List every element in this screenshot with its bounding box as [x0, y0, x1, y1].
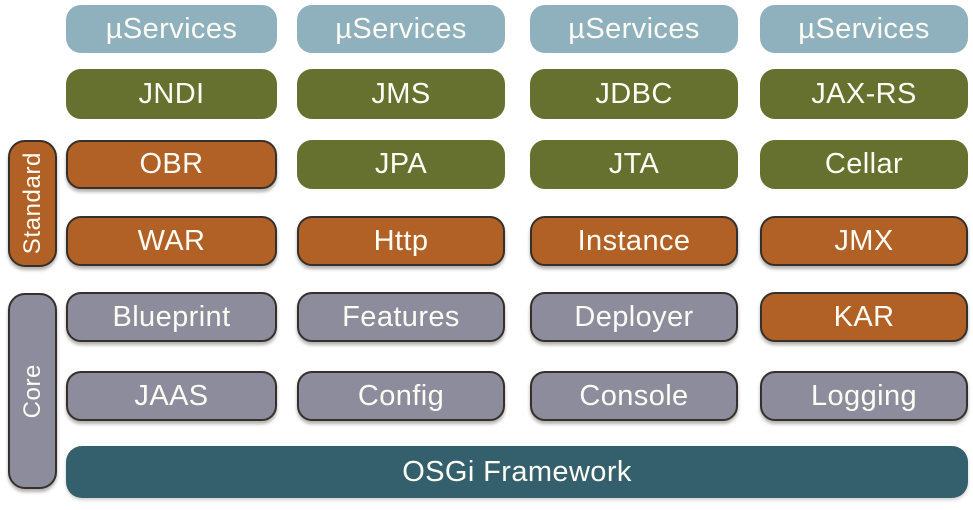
box-jaas: JAAS — [66, 371, 277, 421]
box-http: Http — [297, 216, 505, 266]
standard-group-label: Standard — [18, 152, 46, 255]
box-jta: JTA — [530, 140, 738, 189]
box-instance: Instance — [530, 216, 738, 266]
sidebar-group-standard: Standard — [8, 140, 57, 267]
box-kar: KAR — [760, 292, 968, 342]
box-blueprint: Blueprint — [66, 292, 277, 342]
box-features: Features — [297, 292, 505, 342]
box-config: Config — [297, 371, 505, 421]
box-logging: Logging — [760, 371, 968, 421]
box-jmx: JMX — [760, 216, 968, 266]
box-jdbc: JDBC — [530, 69, 738, 119]
box-deployer: Deployer — [530, 292, 738, 342]
sidebar-group-core: Core — [8, 293, 57, 489]
box-obr: OBR — [66, 140, 277, 189]
uservices-box-4: µServices — [760, 5, 968, 53]
box-cellar: Cellar — [760, 140, 968, 189]
box-jms: JMS — [297, 69, 505, 119]
uservices-box-3: µServices — [530, 5, 738, 53]
core-group-label: Core — [18, 363, 46, 419]
box-jax-rs: JAX-RS — [760, 69, 968, 119]
box-jpa: JPA — [297, 140, 505, 189]
box-war: WAR — [66, 216, 277, 266]
box-console: Console — [530, 371, 738, 421]
osgi-framework-bar: OSGi Framework — [66, 446, 968, 498]
uservices-box-1: µServices — [66, 5, 277, 53]
uservices-box-2: µServices — [297, 5, 505, 53]
box-jndi: JNDI — [66, 69, 277, 119]
